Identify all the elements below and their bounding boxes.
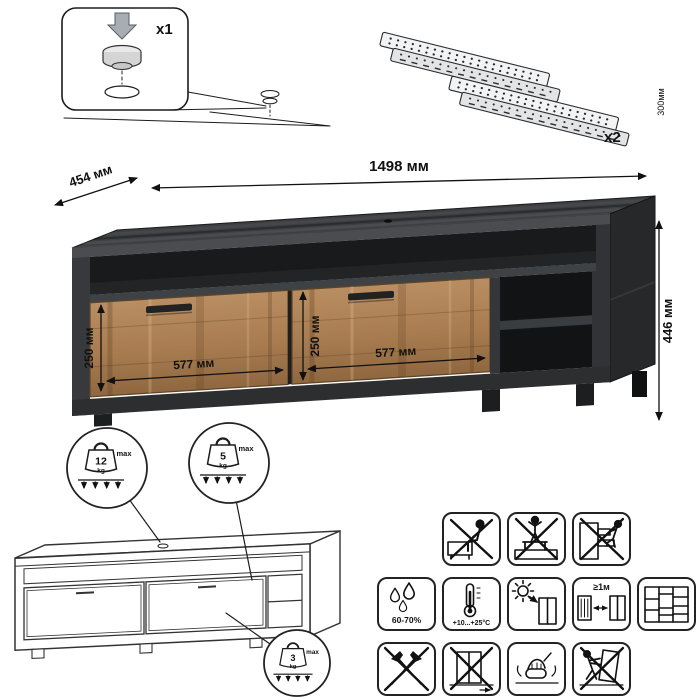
shelf-load-note: max [238,444,254,453]
cabinet-side-face [609,195,656,383]
heater-distance-label: ≥1м [593,582,610,592]
tile-heater-distance: ≥1м [572,577,631,631]
cabinet-front [72,214,610,427]
care-icon-grid: 60-70% +10...+25°C [377,512,696,696]
cable-hole [384,219,392,223]
dim-depth-label: 454 мм [67,161,114,190]
top-load-note: max [116,449,132,458]
drawer2-width-label: 577 мм [375,344,417,361]
outline-cable-hole [157,543,169,549]
no-pushing-tilting-icon [579,649,624,686]
drawer-load-value: 3 [291,653,296,663]
glide-callout: x1 [61,7,331,127]
prohibited-x-icon [383,646,430,692]
top-load-unit: kg [97,468,105,475]
glide-qty-label: x1 [156,21,173,38]
callout-box [61,7,189,111]
slides-length-label: 300мм [656,88,666,115]
dim-height-label: 446 мм [660,299,675,344]
drawer-slide-icon [379,31,561,103]
outline-side-face [309,529,341,638]
press-down-arrow-icon [106,12,138,40]
dimension-annotations: 1498 мм 454 мм 446 мм 250 мм 577 мм 250 … [54,158,675,422]
drawer-2-handle[interactable] [348,290,394,301]
tile-humidity: 60-70% [377,577,436,631]
drawer1-height-label: 250 мм [82,327,96,368]
load-diagram: 12 kg max 5 kg max 3 [14,422,341,697]
load-callout-top: 12 kg max [66,427,148,509]
drawer2-height-label: 250 мм [308,315,322,356]
shelf-load-unit: kg [219,463,227,470]
tile-no-sitting [442,512,501,566]
prohibited-x-icon [579,646,625,691]
tile-no-dragging [442,642,501,696]
load-callout-shelf: 5 kg max [188,422,270,504]
top-load-value: 12 [95,456,107,468]
prohibited-x-icon [449,518,494,560]
temperature-icon [463,583,481,618]
drawer-slides-callout: x2 300мм [379,31,666,147]
tile-temperature: +10...+25°C [442,577,501,631]
dim-width-label: 1498 мм [369,158,429,175]
glide-foot-icon [102,44,142,99]
tile-damp-cloth [507,642,566,696]
prohibited-x-icon [579,517,625,561]
tile-no-sunlight [507,577,566,631]
drawer1-width-label: 577 мм [173,356,215,373]
prohibited-x-icon [514,517,559,561]
tile-no-pushing [572,642,631,696]
drawer-load-unit: kg [290,664,296,670]
prohibited-x-icon [449,646,494,691]
cabinet-foot [576,383,594,407]
no-standing-icon [514,515,558,560]
cabinet-back-foot [632,371,647,397]
tile-no-standing [507,512,566,566]
drawer-1 [89,289,289,398]
drawer-slide-icon [448,75,630,147]
damp-cloth-cleaning-icon [515,652,559,684]
outline-front [14,543,311,660]
temperature-range-label: +10...+25°C [453,619,490,627]
humidity-range-label: 60-70% [392,615,422,625]
drawer-load-note: max [306,649,319,656]
tile-no-axe [377,642,436,696]
load-callout-drawer: 3 kg max [263,629,331,697]
tile-no-climbing [572,512,631,566]
drawer-1-handle[interactable] [146,303,192,314]
heater-distance-icon [577,595,626,621]
cabinet-foot [94,413,112,427]
tv-stand-render: 1498 мм 454 мм 446 мм 250 мм 577 мм 250 … [54,158,675,427]
no-direct-sunlight-icon [511,579,557,625]
tile-panel-parts [637,577,696,631]
glide-location-mark [260,90,280,117]
slides-qty-label: x2 [604,129,621,146]
panel-parts-layout-icon [644,586,689,623]
cabinet-foot [482,389,500,413]
shelf-load-value: 5 [220,451,226,463]
